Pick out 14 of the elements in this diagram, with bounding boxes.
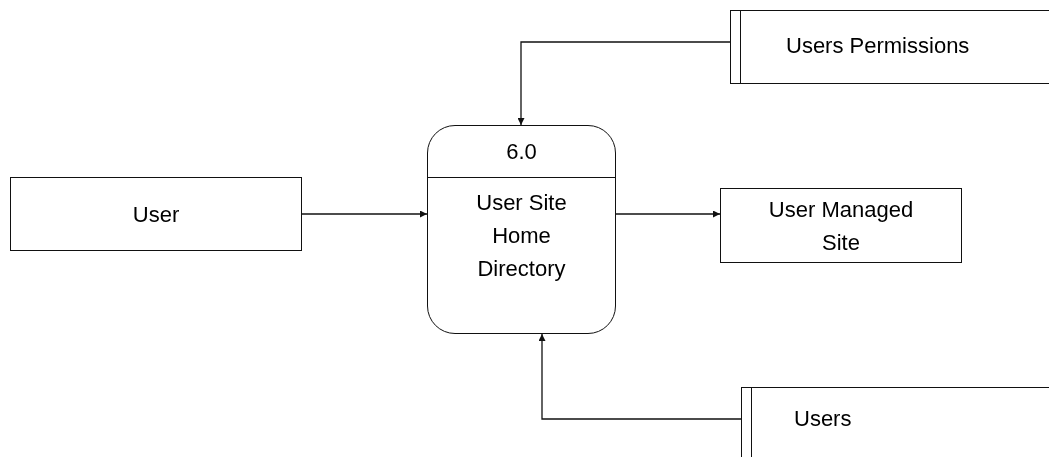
arrow	[538, 333, 742, 420]
arrow	[301, 210, 428, 218]
entity-box	[10, 177, 302, 251]
data-store	[730, 10, 1049, 84]
entity-box	[720, 188, 962, 263]
process-label: User Site Home Directory	[475, 189, 568, 283]
entity-label: User Managed Site	[767, 195, 915, 257]
store-label: Users Permissions	[786, 33, 970, 59]
entity-label: User	[132, 200, 180, 229]
arrow	[517, 41, 731, 126]
process-number: 6.0	[506, 138, 537, 166]
process-box	[427, 125, 616, 334]
arrow	[615, 210, 721, 218]
store-label: Users	[794, 406, 852, 432]
